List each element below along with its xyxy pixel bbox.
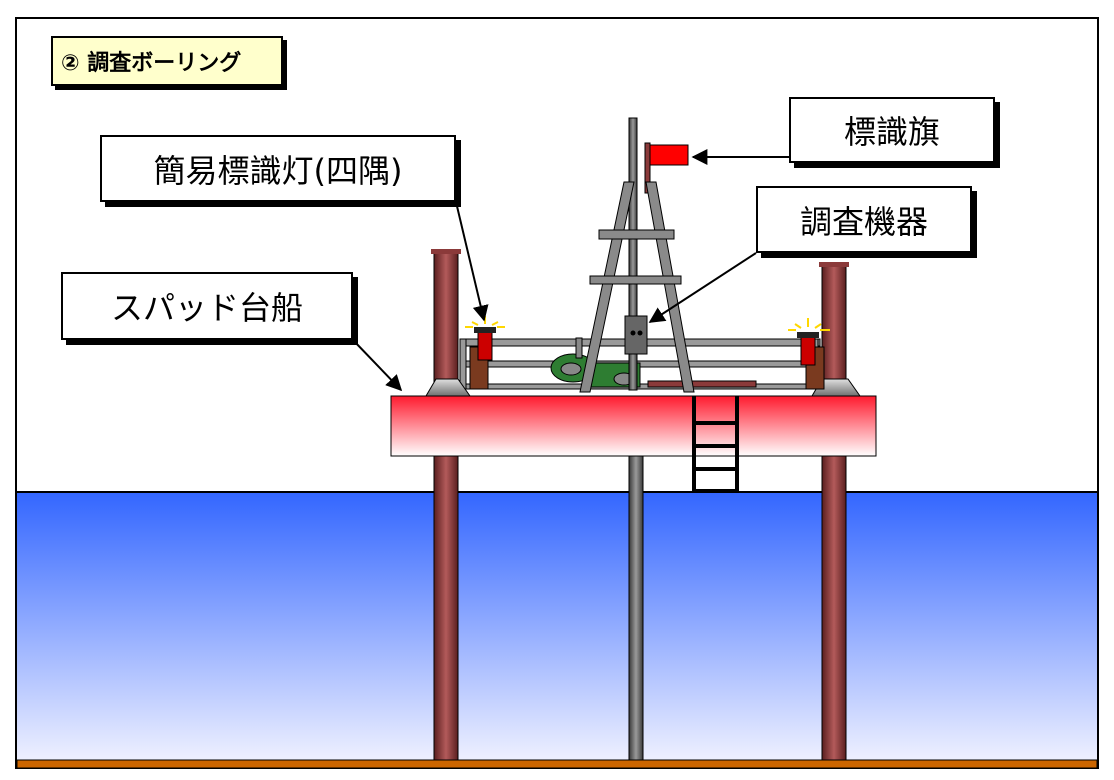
deck-board: [647, 380, 757, 388]
label-warning-light: 簡易標識灯(四隅): [100, 135, 456, 202]
warning-light-left: [465, 316, 505, 361]
mast-pole: [628, 117, 638, 391]
arrow-equipment: [648, 252, 757, 323]
spud-left: [431, 249, 461, 761]
barge-hull: [390, 395, 877, 457]
sea-water: [17, 492, 1097, 760]
arrow-light: [455, 201, 489, 322]
light-glow-right: [788, 318, 830, 331]
survey-instrument: [624, 315, 648, 355]
warning-light-right: [788, 318, 830, 366]
arrow-barge: [352, 339, 403, 392]
drilling-tower: [579, 181, 695, 393]
drill-rod: [628, 454, 644, 761]
label-spud-barge: スパッド台船: [61, 272, 353, 340]
label-flag: 標識旗: [789, 97, 995, 163]
seabed: [16, 759, 1098, 769]
diagram-title: ② 調査ボーリング: [51, 36, 283, 86]
spud-right: [819, 262, 849, 761]
label-survey-equipment: 調査機器: [756, 186, 972, 253]
ladder: [692, 396, 739, 493]
